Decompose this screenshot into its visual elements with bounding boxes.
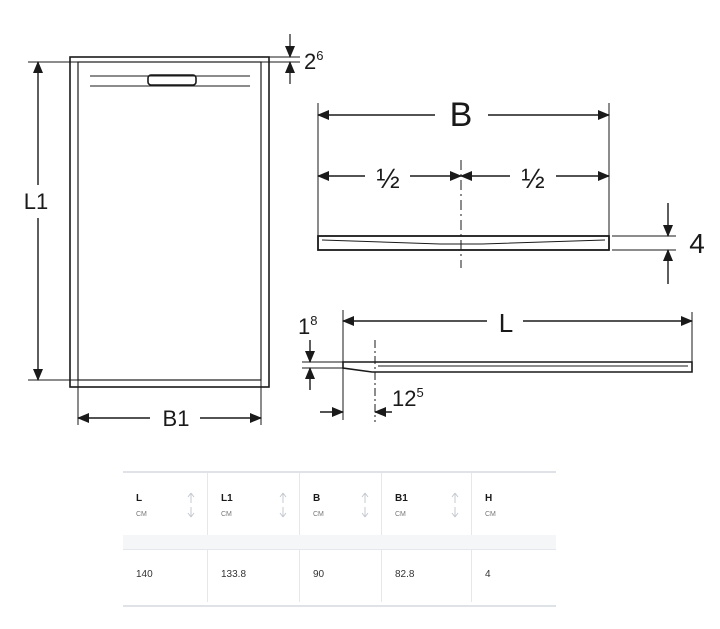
technical-drawing: L1 B1 26 B ½ ½ 4 L 18 — [24, 34, 705, 431]
table-cell: 82.8 — [382, 550, 472, 602]
cell-value: 82.8 — [395, 569, 415, 580]
dim-label-half-left: ½ — [376, 163, 399, 194]
table-cell: 133.8 — [208, 550, 300, 602]
dim-label-drain: 125 — [392, 385, 424, 411]
sort-icon[interactable] — [187, 491, 195, 519]
table-header-band — [123, 535, 556, 549]
front-view — [317, 103, 676, 284]
column-label: H — [485, 493, 493, 504]
tray-inner-outline — [77, 61, 262, 381]
column-label: L — [136, 493, 143, 504]
column-header-b1[interactable]: B1 CM — [382, 473, 472, 535]
top-view — [28, 34, 300, 425]
dim-label-b1: B1 — [163, 406, 190, 431]
cell-value: 90 — [313, 569, 325, 580]
tray-slope-line — [321, 239, 606, 245]
table-cell: 140 — [123, 550, 208, 602]
column-unit: CM — [313, 511, 324, 518]
column-unit: CM — [485, 511, 496, 518]
tray-section — [317, 235, 610, 251]
dim-label-drain-base: 12 — [392, 386, 416, 411]
dim-label-drain-sup: 5 — [416, 385, 423, 400]
cell-value: 140 — [136, 569, 153, 580]
column-label: B — [313, 493, 321, 504]
dim-label-lip-base: 1 — [298, 314, 310, 339]
dimensions-table: L CM L1 CM B CM B1 CM H CM 140 133.8 90 … — [123, 471, 556, 607]
sort-icon[interactable] — [361, 491, 369, 519]
dim-label-l1: L1 — [24, 189, 48, 214]
cell-value: 4 — [485, 569, 491, 580]
column-label: L1 — [221, 493, 233, 504]
dim-label-edge-sup: 6 — [316, 48, 323, 63]
dim-label-edge: 26 — [304, 48, 323, 74]
side-view — [302, 310, 693, 422]
dim-label-edge-base: 2 — [304, 49, 316, 74]
column-header-h[interactable]: H CM — [472, 473, 554, 535]
dim-label-half-right: ½ — [521, 163, 544, 194]
cell-value: 133.8 — [221, 569, 247, 580]
tray-side-section — [342, 361, 693, 373]
sort-icon[interactable] — [279, 491, 287, 519]
column-header-l1[interactable]: L1 CM — [208, 473, 300, 535]
column-unit: CM — [395, 511, 406, 518]
drain-grate — [147, 74, 197, 86]
dim-label-lip-sup: 8 — [310, 313, 317, 328]
dim-label-l: L — [499, 308, 513, 338]
dim-label-b: B — [450, 96, 473, 134]
table-cell: 90 — [300, 550, 382, 602]
table-cell: 4 — [472, 550, 554, 602]
dim-label-lip: 18 — [298, 313, 317, 339]
column-header-b[interactable]: B CM — [300, 473, 382, 535]
column-unit: CM — [221, 511, 232, 518]
tray-outline — [69, 56, 270, 388]
sort-icon[interactable] — [451, 491, 459, 519]
dim-label-height: 4 — [689, 228, 705, 259]
table-row: 140 133.8 90 82.8 4 — [123, 549, 556, 602]
table-header-row: L CM L1 CM B CM B1 CM H CM — [123, 473, 556, 535]
column-unit: CM — [136, 511, 147, 518]
column-header-l[interactable]: L CM — [123, 473, 208, 535]
column-label: B1 — [395, 493, 408, 504]
